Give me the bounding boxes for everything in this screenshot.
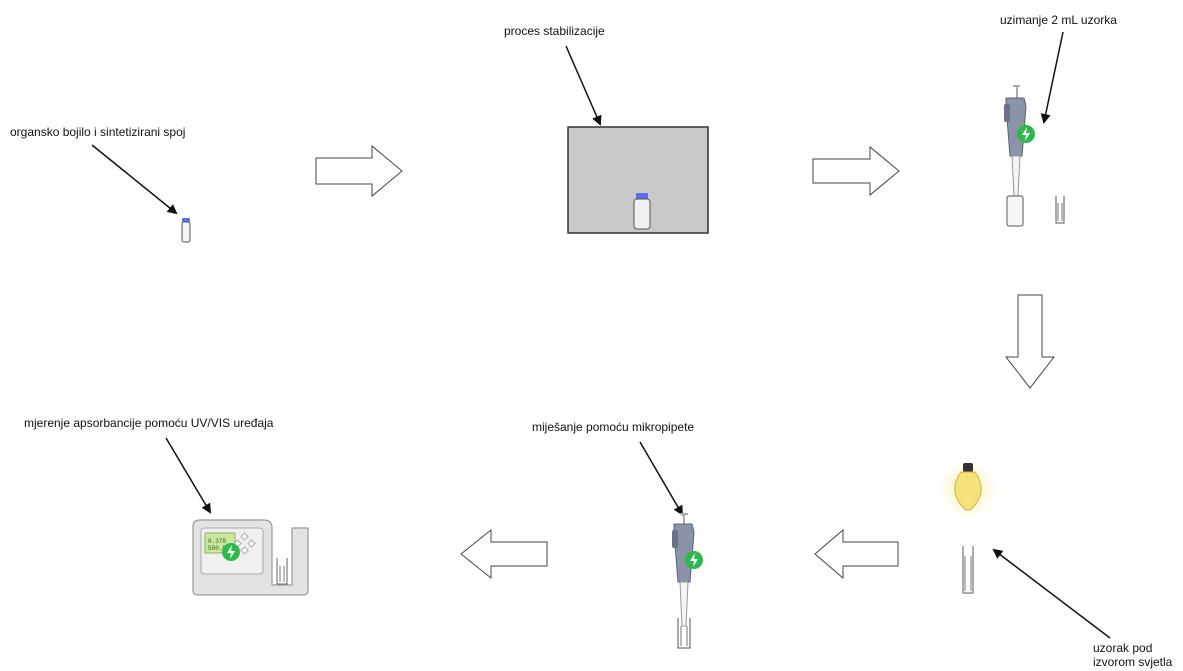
diamond-buttons bbox=[233, 532, 256, 555]
bottle-icon bbox=[633, 193, 651, 230]
arrow-right-1 bbox=[315, 144, 403, 198]
spectrometer-icon bbox=[192, 519, 309, 596]
pointer-arrow-light bbox=[992, 548, 1111, 639]
display-readout-line1: 0.378 bbox=[208, 538, 226, 545]
light-bulb-icon bbox=[954, 463, 982, 511]
label-mixing: miješanje pomoću mikropipete bbox=[532, 420, 695, 434]
label-organic-dye: organsko bojilo i sintetizirani spoj bbox=[10, 125, 186, 139]
badge-icon bbox=[685, 551, 703, 569]
vial-icon bbox=[1006, 195, 1024, 227]
arrow-left-1 bbox=[814, 528, 899, 580]
label-sampling: uzimanje 2 mL uzorka bbox=[1000, 13, 1117, 27]
cuvette-icon bbox=[1055, 196, 1065, 224]
label-sample-under-light-1: uzorak pod bbox=[1093, 641, 1153, 655]
arrow-left-2 bbox=[460, 528, 548, 580]
badge-icon bbox=[222, 543, 240, 561]
cuvette-icon bbox=[677, 618, 691, 649]
arrow-right-2 bbox=[812, 145, 900, 197]
badge-icon bbox=[1017, 125, 1035, 143]
pointer-arrow-measurement bbox=[165, 437, 212, 514]
pointer-arrow-sampling bbox=[1040, 31, 1064, 124]
label-stabilization: proces stabilizacije bbox=[504, 24, 605, 38]
cuvette-icon bbox=[962, 546, 974, 594]
label-measurement: mjerenje apsorbancije pomoću UV/VIS uređ… bbox=[24, 416, 274, 430]
vial-icon bbox=[181, 218, 191, 243]
pipette-icon bbox=[672, 513, 695, 627]
pointer-arrow-mixing bbox=[639, 441, 684, 516]
display-readout-line2: 580.00 bbox=[208, 545, 230, 552]
label-sample-under-light-2: izvorom svjetla bbox=[1093, 655, 1173, 669]
pointer-arrow-stabilization bbox=[565, 45, 602, 126]
pointer-arrow-dye bbox=[91, 144, 178, 215]
arrow-down bbox=[1004, 294, 1056, 389]
